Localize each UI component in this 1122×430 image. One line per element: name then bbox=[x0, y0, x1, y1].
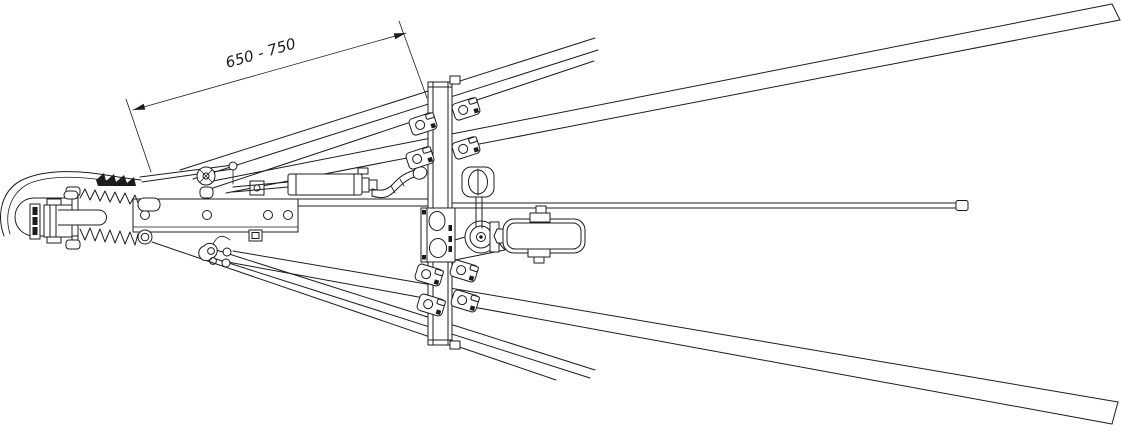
bolt-hole bbox=[283, 210, 293, 220]
arrowhead-left bbox=[133, 103, 146, 110]
wheel-bracket bbox=[527, 248, 551, 258]
linkage-bolt bbox=[228, 161, 238, 171]
bolt bbox=[221, 258, 231, 268]
lock-lever bbox=[96, 161, 238, 212]
post-top-tab bbox=[449, 75, 461, 85]
chassis-rail bbox=[132, 198, 429, 268]
upper-drawbar-beams bbox=[179, 3, 1121, 194]
support-rod bbox=[451, 200, 969, 211]
serrated-lock bbox=[96, 173, 136, 186]
bolt-hole bbox=[202, 210, 212, 220]
coupling-bolt bbox=[63, 190, 79, 200]
coupling-handle bbox=[0, 171, 142, 237]
jockey-clamp-block bbox=[420, 207, 456, 263]
damper-cylinder bbox=[287, 173, 363, 196]
extension-line-left bbox=[125, 98, 152, 173]
dimension-annotation: 650 - 750 bbox=[125, 20, 428, 173]
beam-clamp bbox=[450, 96, 482, 122]
slot-hole bbox=[428, 211, 446, 231]
lower-drawbar-beams bbox=[151, 241, 1119, 425]
jockey-wheel-assembly bbox=[420, 166, 586, 264]
jockey-wheel bbox=[502, 218, 586, 254]
draw-tube bbox=[58, 209, 107, 226]
damper-mount bbox=[249, 180, 265, 196]
slot-hole bbox=[429, 238, 447, 258]
pivot-ring bbox=[137, 229, 153, 245]
damper-end-bolt bbox=[368, 179, 378, 191]
bolt-hole bbox=[263, 210, 273, 220]
rod-end-cap bbox=[955, 200, 969, 211]
strut-bracket bbox=[198, 235, 232, 268]
overrun-damper bbox=[232, 167, 378, 196]
damper-front-eye bbox=[137, 197, 161, 212]
bolt-hole bbox=[140, 210, 150, 220]
wheel-bracket bbox=[529, 212, 551, 223]
bellows-boot bbox=[79, 188, 139, 246]
dimension-label: 650 - 750 bbox=[223, 35, 297, 72]
bolt bbox=[222, 247, 232, 257]
coupling-head bbox=[0, 171, 142, 250]
post-bottom-tab bbox=[449, 340, 461, 350]
extension-line-right bbox=[398, 20, 428, 99]
beam-clamp bbox=[450, 135, 482, 161]
cable-guide-tube bbox=[371, 166, 428, 199]
dimension-line bbox=[132, 32, 407, 111]
beam-clamp bbox=[448, 258, 480, 284]
arrowhead-right bbox=[393, 33, 406, 40]
piston-rod bbox=[232, 181, 289, 188]
